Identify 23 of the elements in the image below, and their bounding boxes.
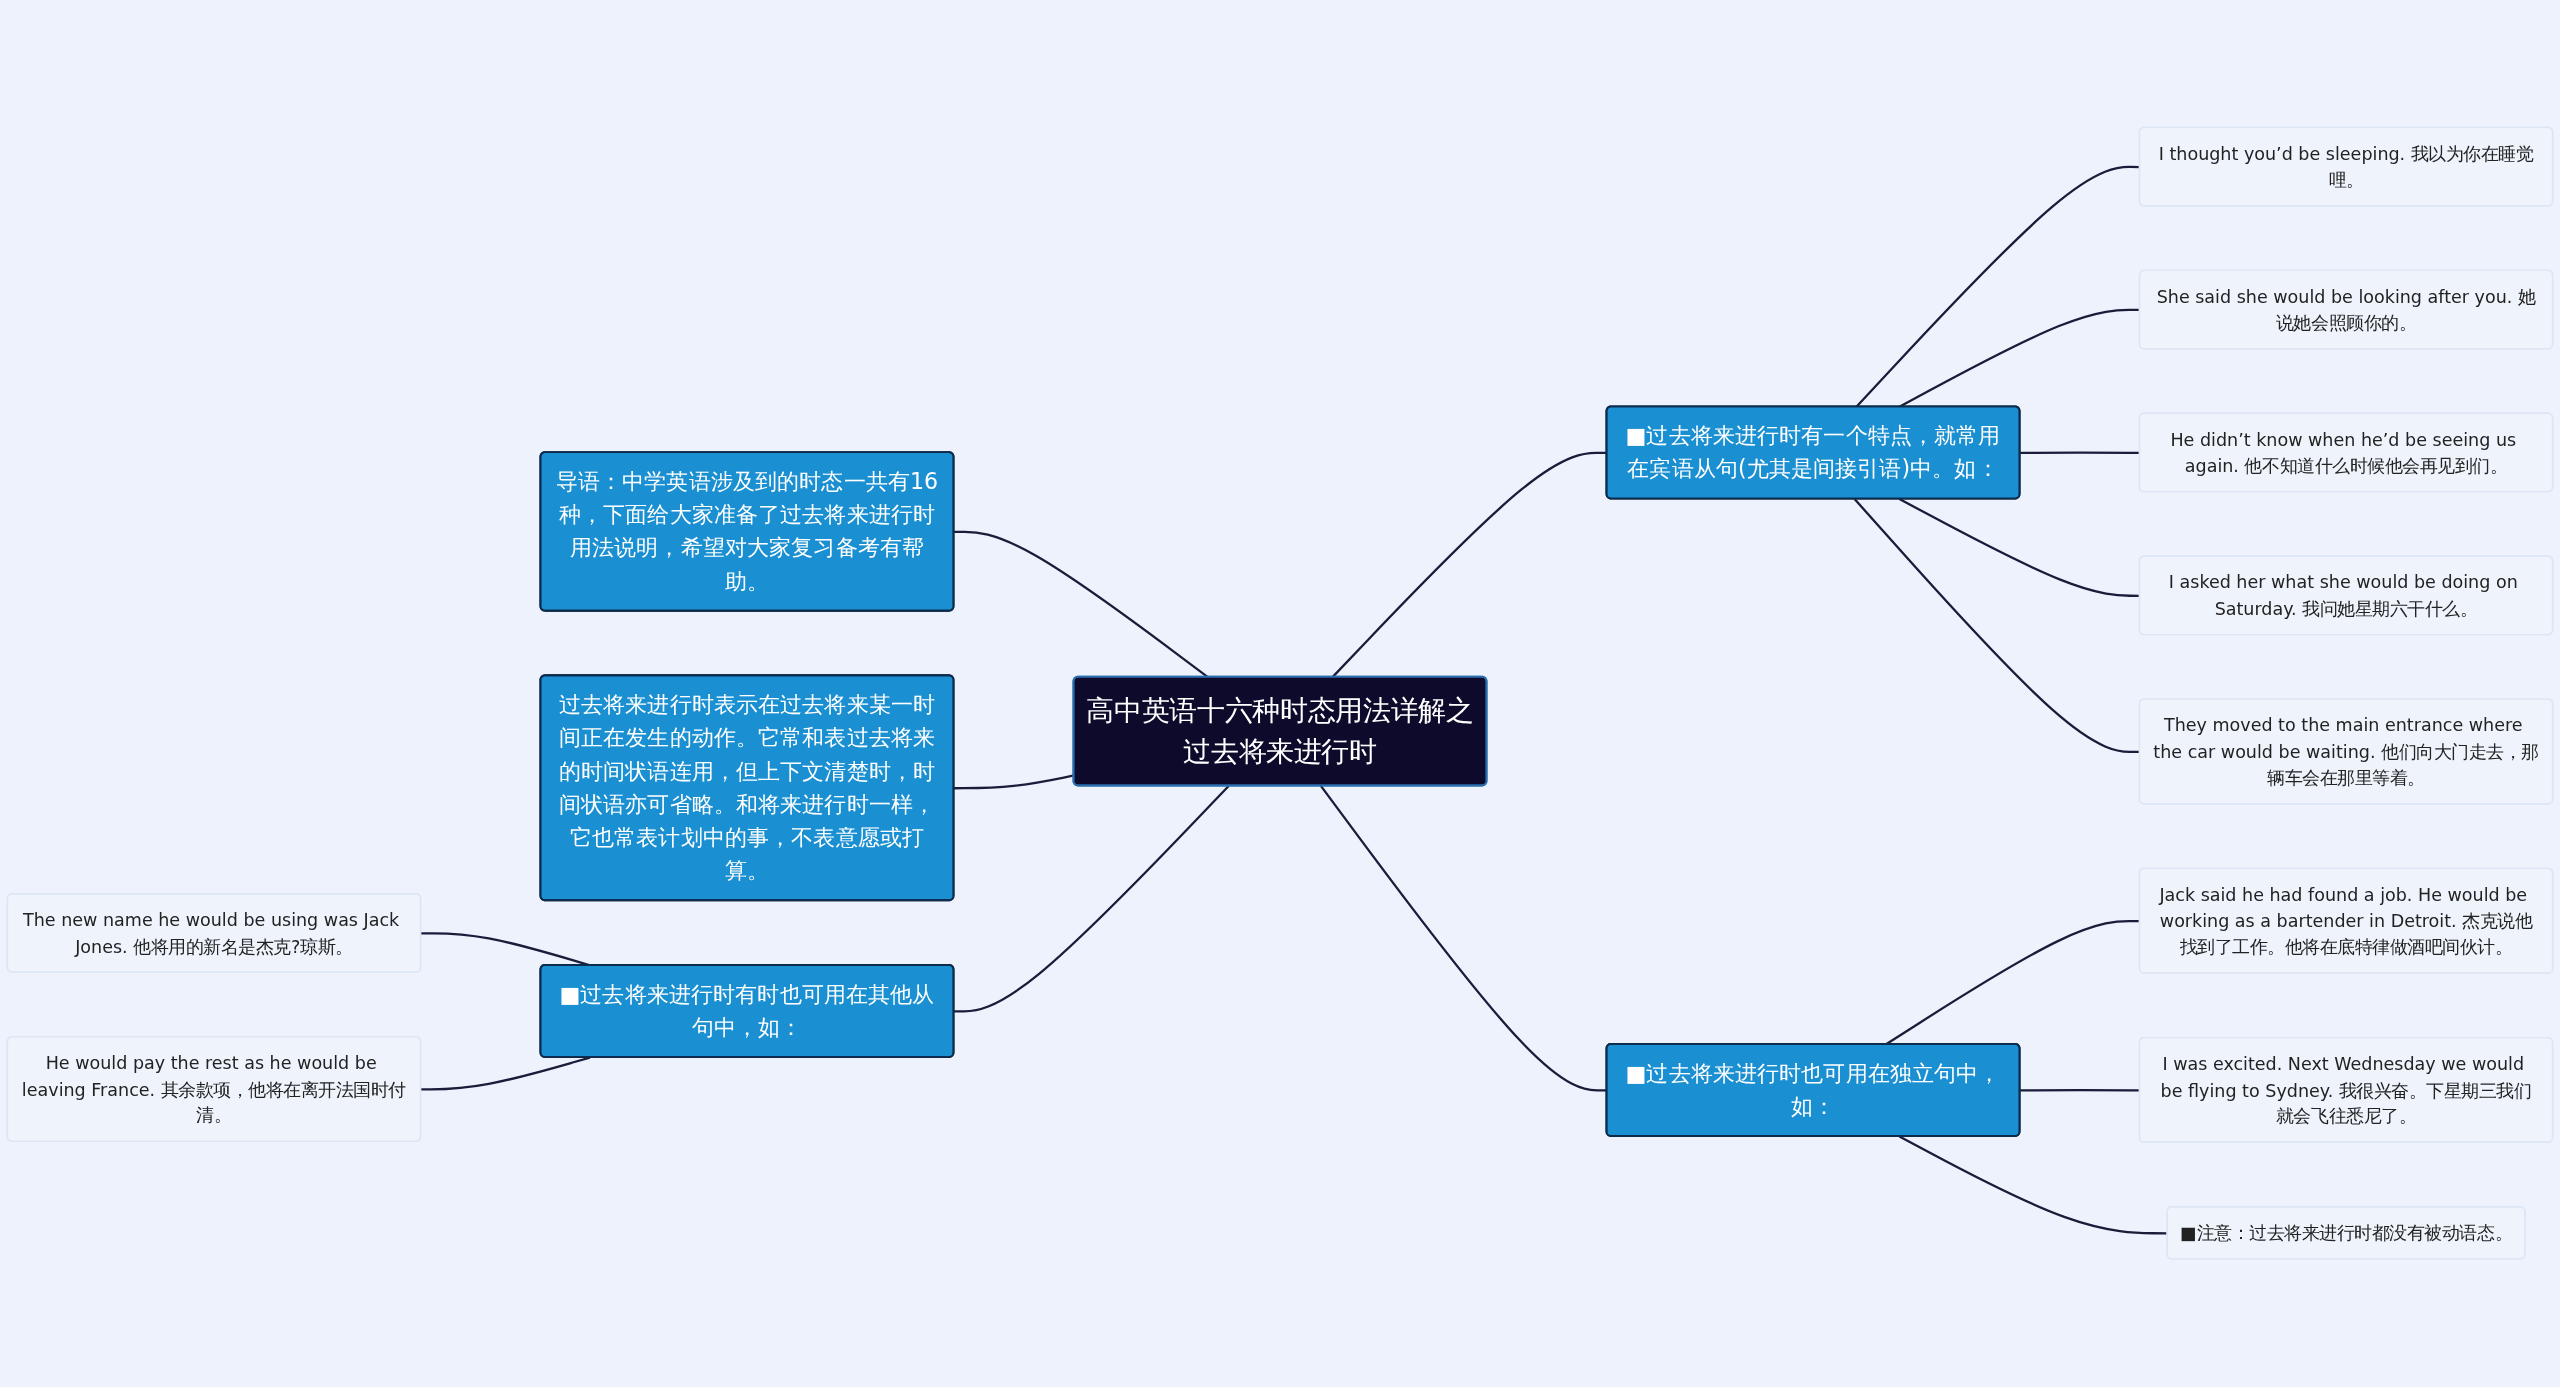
node-text: She said she would be looking after you. 她说她会照顾你的。	[2156, 286, 2536, 333]
connector	[954, 531, 1209, 679]
node-text: Jack said he had found a job. He would be working as a bartender in Detroit. 杰克说他找到了工作。他将在底特律做酒吧间伙计。	[2159, 884, 2533, 958]
connector	[420, 932, 591, 967]
connector	[1331, 452, 1607, 679]
connector	[1885, 920, 2140, 1046]
node-text: They moved to the main entrance where the car would be waiting. 他们向大门走去，那辆车会在那里等着。	[2153, 715, 2539, 789]
node-text: The new name he would be using was Jack Jones. 他将用的新名是杰克?琼斯。	[23, 909, 400, 957]
connector	[1853, 498, 2140, 754]
node-text: He didn’t know when he’d be seeing us again. 他不知道什么时候他会再见到们。	[2170, 429, 2517, 476]
node-text: I was excited. Next Wednesday we would be flying to Sydney. 我很兴奋。下星期三我们就会飞往悉尼了。	[2160, 1053, 2532, 1127]
node-text: I thought you’d be sleeping. 我以为你在睡觉哩。	[2158, 143, 2534, 190]
connector	[1898, 498, 2140, 598]
node-text: I asked her what she would be doing on Saturday. 我问她星期六干什么。	[2168, 572, 2518, 619]
connector	[2020, 1089, 2140, 1092]
connector	[1855, 166, 2140, 408]
connector	[420, 1056, 591, 1091]
connector	[2020, 451, 2140, 455]
node-text: ■注意：过去将来进行时都没有被动语态。	[2180, 1222, 2513, 1244]
connector	[1898, 1135, 2168, 1235]
connector	[1319, 785, 1607, 1092]
node-text: He would pay the rest as he would be leaving France. 其余款项，他将在离开法国时付清。	[21, 1052, 407, 1126]
connector	[954, 785, 1230, 1013]
